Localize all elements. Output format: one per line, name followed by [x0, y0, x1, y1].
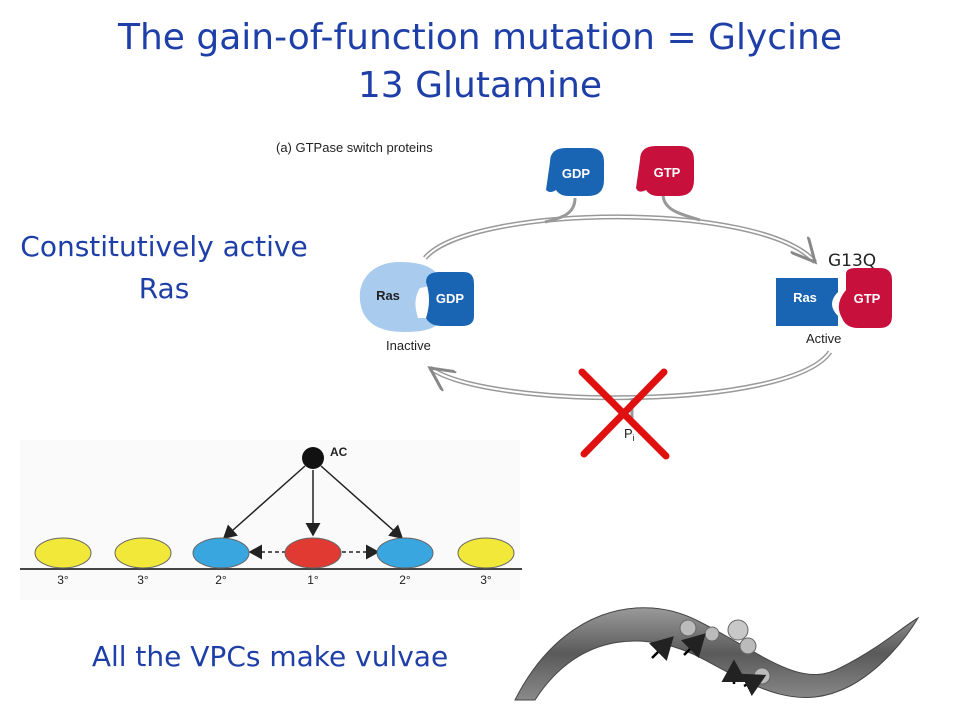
title-line-2: 13 Glutamine	[357, 65, 603, 106]
vpc-cell	[192, 537, 250, 569]
inactive-label: Inactive	[386, 338, 431, 353]
vpc-cell	[34, 537, 92, 569]
anchor-cell-label: AC	[330, 445, 348, 459]
inactive-ras-gdp: Ras GDP	[359, 262, 474, 332]
vpc-caption: All the VPCs make vulvae	[91, 640, 449, 673]
vpc-cell	[457, 537, 515, 569]
ras-active-shape	[776, 278, 838, 326]
active-ras-gtp: Ras GTP	[776, 268, 892, 328]
gdp-release-line	[544, 197, 577, 224]
free-gtp: GTP	[636, 146, 694, 196]
ras-inactive-label: Ras	[376, 288, 400, 303]
vpc-cell	[284, 537, 342, 569]
vpc-fate-label: 2°	[215, 573, 227, 587]
slide-title: The gain-of-function mutation = Glycine …	[80, 14, 880, 110]
vpc-fate-label: 3°	[480, 573, 492, 587]
vpc-fate-label: 2°	[399, 573, 411, 587]
pi-label: Pi	[624, 426, 635, 443]
vulva-arrows	[649, 633, 767, 697]
vpc-cell	[376, 537, 434, 569]
bound-gtp-label: GTP	[854, 291, 881, 306]
constitutive-text: Constitutively active Ras	[4, 226, 324, 310]
worm-image	[514, 607, 920, 701]
vpc-cells: 3° 3° 2° 1° 2° 3°	[34, 537, 515, 587]
bound-gdp-label: GDP	[436, 291, 465, 306]
ras-inactive-shape	[359, 262, 440, 332]
vpc-fate-label: 1°	[307, 573, 319, 587]
ras-active-label: Ras	[793, 290, 817, 305]
free-gdp-label: GDP	[562, 166, 591, 181]
title-line-1: The gain-of-function mutation = Glycine	[117, 17, 843, 58]
signal-arrow-left	[222, 465, 306, 539]
vpc-fate-label: 3°	[57, 573, 69, 587]
bound-gdp-shape	[426, 272, 474, 326]
constitutive-line-2: Ras	[138, 272, 190, 305]
block-cross-icon	[578, 368, 670, 460]
constitutive-line-1: Constitutively active	[20, 230, 308, 263]
vpc-fate-label: 3°	[137, 573, 149, 587]
signal-arrow-right	[320, 465, 404, 539]
mutation-label: G13Q	[828, 251, 876, 271]
vpc-panel-bg	[20, 440, 520, 600]
free-gdp: GDP	[546, 148, 604, 196]
anchor-cell	[302, 447, 324, 469]
bound-gtp-shape	[838, 268, 892, 328]
panel-label: (a) GTPase switch proteins	[276, 140, 433, 155]
vpc-cell	[114, 537, 172, 569]
gtp-entry-line	[661, 193, 701, 222]
free-gtp-label: GTP	[654, 165, 681, 180]
active-label: Active	[806, 331, 841, 346]
pi-subscript: i	[633, 433, 635, 443]
pi-main: P	[624, 426, 633, 441]
